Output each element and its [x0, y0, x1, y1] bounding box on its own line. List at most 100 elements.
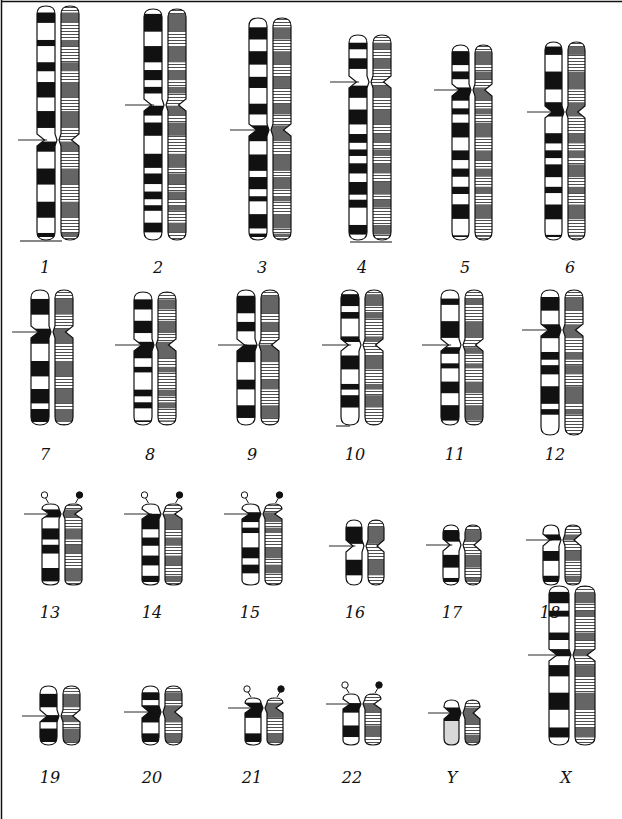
chromatid [228, 16, 312, 242]
chromosome-pair [113, 290, 197, 427]
centromere-mark [527, 112, 555, 113]
chromatid-outline [42, 504, 61, 585]
chromatid-outline [63, 504, 82, 585]
scale-line [20, 240, 62, 241]
chromatid [113, 290, 197, 427]
frame-line [2, 1, 622, 3]
chromosome-number: 10 [345, 447, 365, 463]
centromere-mark [230, 130, 259, 131]
chromatid-outline [61, 686, 80, 745]
chromatid [520, 288, 604, 437]
centromere-mark [522, 330, 551, 331]
chromosome-pair [16, 4, 100, 242]
satellite [278, 686, 284, 692]
centromere-mark [18, 140, 47, 141]
chromatid [328, 33, 412, 242]
chromosome-number: 20 [142, 770, 162, 786]
chromatid [426, 698, 498, 747]
chromatid-outline [37, 6, 57, 240]
satellite [176, 492, 182, 498]
chromosome-pair [432, 43, 512, 242]
chromatid-outline [443, 525, 461, 585]
centromere-mark [124, 514, 152, 515]
chromatid-outline [259, 290, 279, 425]
chromatid [122, 684, 202, 747]
chromosome-pair [122, 684, 202, 747]
chromatid-outline [249, 18, 269, 240]
satellite [241, 492, 247, 498]
chromatid [226, 696, 302, 747]
chromosome-pair [22, 492, 102, 587]
chromosome-number: 6 [565, 260, 575, 276]
chromatid [525, 40, 605, 242]
chromosome-pair [420, 288, 504, 427]
centromere-mark [218, 345, 247, 346]
satellite-stalk [76, 498, 79, 503]
chromatid [520, 288, 604, 437]
centromere-mark [330, 82, 359, 83]
chromatid [216, 288, 300, 427]
chromatid-outline [563, 525, 581, 585]
centromere-mark [528, 655, 560, 656]
chromatid [122, 684, 202, 747]
chromatid [10, 288, 94, 427]
satellite-stalk [276, 498, 279, 503]
chromatid [222, 502, 302, 587]
chromosome-pair [226, 686, 302, 747]
chromatid-outline [142, 686, 161, 745]
chromatid [320, 288, 404, 427]
centromere-mark [428, 713, 453, 714]
chromatid [328, 33, 412, 242]
chromatid-outline [363, 290, 383, 425]
chromatid-outline [371, 35, 391, 240]
chromosome-pair [426, 698, 498, 747]
chromatid [222, 502, 302, 587]
chromosome-pair [327, 518, 403, 587]
chromatid-outline [543, 525, 561, 585]
chromatid [226, 696, 302, 747]
chromosome-number: 9 [247, 447, 257, 463]
chromatid-outline [573, 586, 595, 745]
centromere-mark [526, 540, 552, 541]
chromosome-pair [424, 523, 500, 587]
chromatid [327, 518, 403, 587]
chromatid [16, 4, 100, 242]
chromosome-pair [216, 288, 300, 427]
centromere-mark [426, 545, 452, 546]
scale-line [336, 426, 350, 427]
chromatid [327, 518, 403, 587]
chromatid [122, 502, 202, 587]
chromatid-outline [265, 698, 283, 745]
chromatid-outline [163, 504, 182, 585]
chromatid [432, 43, 512, 242]
centromere-mark [329, 546, 355, 547]
chromatid [426, 698, 498, 747]
satellite-stalk [246, 498, 249, 503]
chromatid [524, 523, 600, 587]
chromosome-pair [526, 584, 618, 747]
chromatid [122, 502, 202, 587]
chromosome-number: 5 [460, 260, 470, 276]
chromosome-pair [122, 492, 202, 587]
chromosome-pair [524, 523, 600, 587]
chromosome-number: 8 [145, 447, 155, 463]
chromatid-outline [452, 45, 471, 240]
chromatid-outline [142, 504, 161, 585]
chromatid-outline [541, 290, 561, 435]
chromosome-pair [228, 16, 312, 242]
chromatid [420, 288, 504, 427]
chromosome-number: 2 [153, 260, 163, 276]
chromosome-number: 11 [445, 447, 465, 463]
chromatid-outline [349, 35, 369, 240]
chromatid [20, 684, 100, 747]
centromere-mark [434, 90, 462, 91]
chromatid-outline [444, 700, 461, 745]
chromatid-outline [271, 18, 291, 240]
chromatid [432, 43, 512, 242]
chromatid [320, 288, 404, 427]
chromosome-number: X [560, 770, 571, 786]
chromatid-outline [463, 290, 483, 425]
frame-line [1, 0, 3, 819]
chromatid [420, 288, 504, 427]
